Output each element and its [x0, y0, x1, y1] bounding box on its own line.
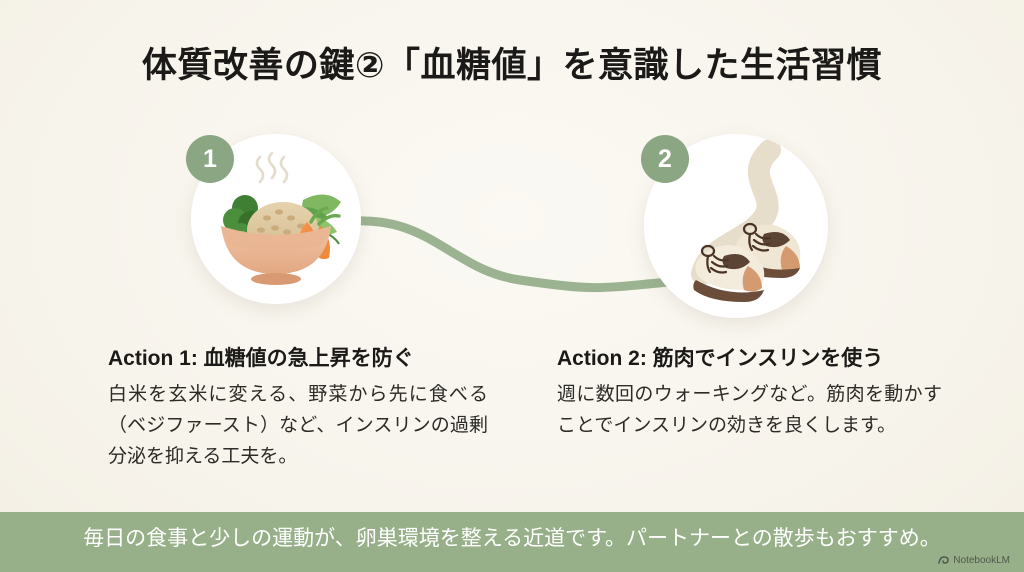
action-2-heading: Action 2: 筋肉でインスリンを使う: [557, 347, 884, 370]
footer-band: 毎日の食事と少しの運動が、卵巣環境を整える近道です。パートナーとの散歩もおすすめ…: [0, 512, 1024, 572]
page-title: 体質改善の鍵②「血糖値」を意識した生活習慣: [141, 46, 883, 85]
footer-summary-text: 毎日の食事と少しの運動が、卵巣環境を整える近道です。パートナーとの散歩もおすすめ…: [83, 527, 941, 550]
action-column-1: Action 1: 血糖値の急上昇を防ぐ 白米を玄米に変える、野菜から先に食べる…: [108, 345, 488, 473]
notebooklm-watermark-label: NotebookLM: [953, 555, 1010, 566]
step-connector-line: [337, 216, 695, 293]
rice-bowl-illustration: [191, 134, 361, 304]
step-badge-1-label: 1: [203, 144, 217, 173]
action-column-2: Action 2: 筋肉でインスリンを使う 週に数回のウォーキングなど。筋肉を動…: [557, 345, 942, 442]
action-2-body: 週に数回のウォーキングなど。筋肉を動かすことでインスリンの効きを良くします。: [557, 384, 942, 437]
action-1-body: 白米を玄米に変える、野菜から先に食べる（ベジファースト）など、インスリンの過剰分…: [108, 384, 488, 467]
notebooklm-logo-icon: [938, 556, 950, 564]
step-badge-1: 1: [186, 135, 234, 183]
left-shoe-shape: [693, 244, 765, 302]
step-badge-2-label: 2: [658, 144, 672, 173]
step-badge-2: 2: [641, 135, 689, 183]
action-1-heading: Action 1: 血糖値の急上昇を防ぐ: [108, 347, 414, 370]
notebooklm-watermark: NotebookLM: [938, 555, 1010, 566]
